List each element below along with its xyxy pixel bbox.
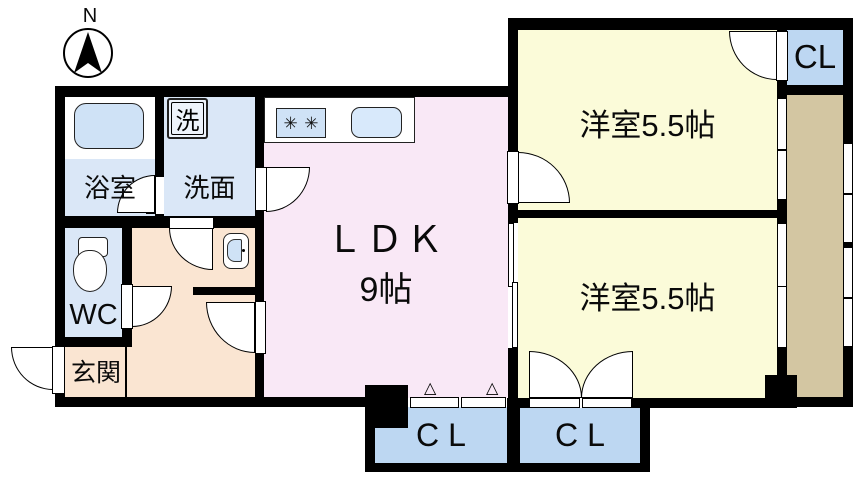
washbasin-bowl [227, 239, 242, 262]
sliding-door-panel-icon [508, 223, 514, 287]
burner-icon: ✳ [304, 113, 319, 133]
closet-top-right-floor [787, 30, 843, 85]
wall-bedroom-divider [508, 210, 787, 218]
closet-bottom-right-label: CL [555, 416, 614, 453]
burner-icon: ✳ [283, 113, 298, 133]
wall-bath-washroom [155, 97, 164, 218]
entrance-door-swing-icon [11, 347, 53, 390]
window-icon [777, 98, 787, 200]
bathtub-icon [74, 103, 144, 149]
wall-hall-stub [193, 287, 255, 295]
closet-bottom-right-floor [520, 408, 640, 463]
bedroom-bottom-label: 洋室5.5帖 [579, 280, 716, 316]
bath-door-opening [155, 177, 164, 214]
closet-bottom-right-opening-1 [529, 398, 580, 408]
wall-bottom-left [55, 397, 365, 407]
wc-label: WC [69, 298, 118, 331]
ldk-floor [264, 97, 508, 398]
wall-balcony-bottom [787, 397, 853, 407]
bath-label: 浴室 [83, 172, 136, 203]
ldk-label: ＬＤＫ [326, 219, 446, 260]
folding-door-icon: △ [486, 380, 499, 397]
folding-door-icon: △ [424, 380, 437, 397]
washing-machine-inner-frame: 洗 [171, 102, 204, 135]
pillar-bottom-left [365, 385, 408, 428]
closet-bottom-left-opening-1 [410, 397, 459, 408]
toilet-bowl-icon [73, 250, 107, 292]
washing-machine-icon: 洗 [167, 98, 208, 139]
wall-closets-bottom [365, 463, 650, 472]
entrance-step-line [125, 347, 127, 397]
wall-hall-ldk [255, 97, 264, 397]
wall-closet-divider [507, 398, 520, 472]
washbasin-faucet-dot [242, 249, 245, 252]
hall-ldk-door-leaf [255, 301, 266, 354]
window-icon [843, 143, 853, 243]
compass-icon [63, 28, 113, 78]
wall-left-outer [55, 86, 65, 407]
wall-wc-bottom [55, 337, 132, 347]
wall-ldk-bedroom-top [508, 30, 518, 210]
closet-top-right-label: CL [793, 38, 837, 75]
washbasin-icon [223, 233, 249, 269]
wall-below-closet-top-right [777, 85, 853, 95]
wall-closet-left [365, 428, 375, 463]
entrance-label: 玄関 [70, 359, 121, 387]
wall-closet-seg [520, 398, 529, 408]
window-icon [843, 247, 853, 347]
washing-machine-label: 洗 [175, 108, 200, 135]
washroom-label: 洗面 [183, 172, 236, 203]
closet-bottom-right-opening-2 [582, 398, 632, 408]
wall-top-right-block [508, 18, 853, 30]
compass-north-label: N [82, 4, 98, 27]
balcony-strip-floor [787, 95, 843, 397]
wall-bedroom-bottom-south [632, 398, 777, 408]
sliding-door-panel-icon [512, 282, 518, 348]
wall-hall-top [55, 216, 264, 228]
ldk-size-label: 9帖 [359, 270, 413, 309]
kitchen-sink-icon [351, 107, 402, 138]
window-icon [777, 223, 787, 348]
wall-top-left-block [55, 86, 518, 97]
stove-icon: ✳ ✳ [276, 108, 326, 138]
bedroom-top-label: 洋室5.5帖 [579, 107, 716, 143]
closet-bottom-left-label: CL [416, 416, 475, 453]
closet-bottom-left-opening-2 [461, 397, 506, 408]
entrance-floor [65, 347, 132, 397]
wall-closet-bottom-right-east [640, 398, 650, 472]
